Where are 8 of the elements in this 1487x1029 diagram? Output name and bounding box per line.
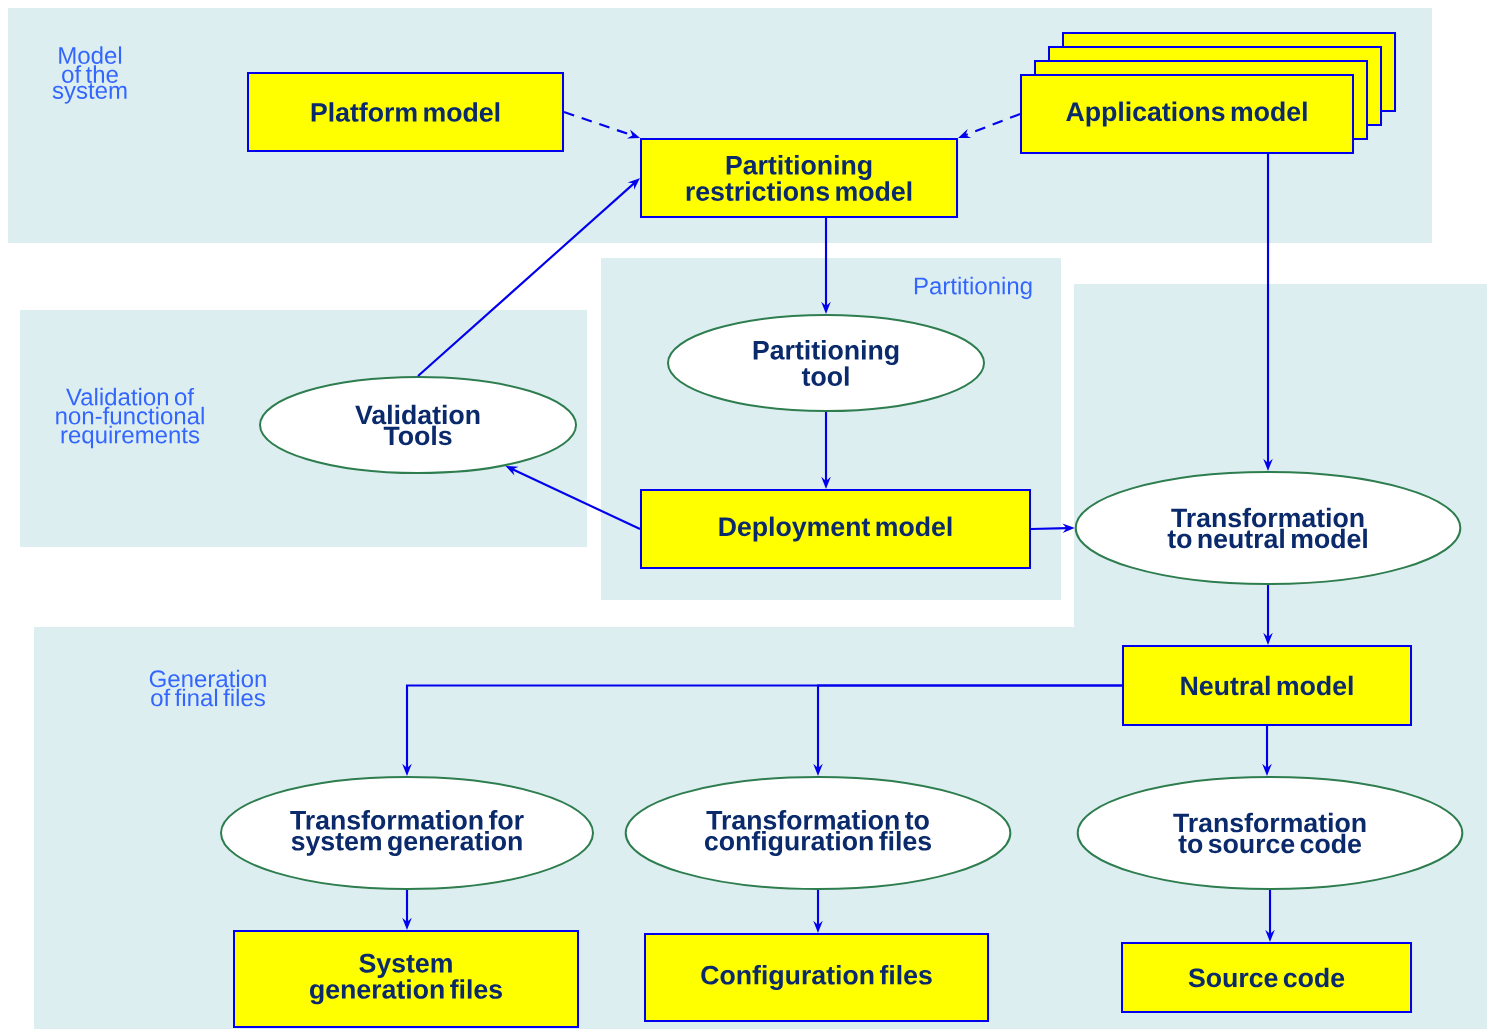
process-box: Deployment model <box>640 489 1031 569</box>
process-box: Source code <box>1121 942 1413 1013</box>
process-box: Configuration files <box>644 933 989 1022</box>
process-box: Partitioning restrictions model <box>640 138 958 218</box>
process-box: System generation files <box>233 930 579 1028</box>
stacked-box: Applications model <box>1020 32 1396 154</box>
process-box: Platform model <box>247 72 564 152</box>
process-box: Neutral model <box>1122 645 1412 726</box>
